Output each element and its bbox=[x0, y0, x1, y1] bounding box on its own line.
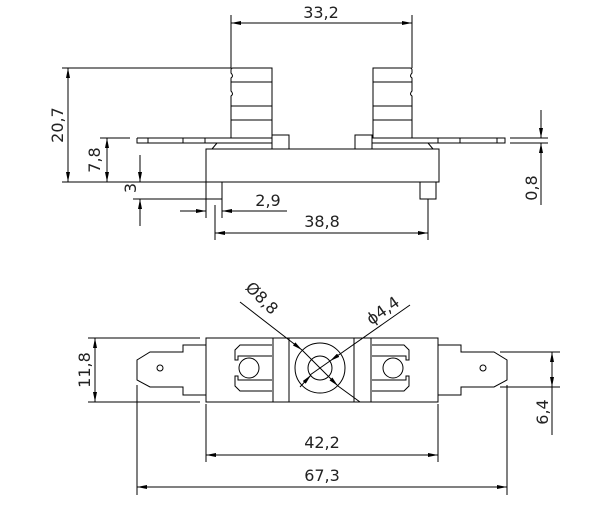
right-terminal bbox=[372, 67, 413, 138]
dim-label: 42,2 bbox=[304, 433, 340, 452]
dim-label: 67,3 bbox=[304, 466, 340, 485]
outer-circle bbox=[294, 342, 346, 394]
dim-flange-height: 7,8 bbox=[85, 137, 130, 182]
dim-label: 3 bbox=[121, 183, 140, 193]
dim-label: ϕ4,4 bbox=[363, 292, 403, 328]
flange bbox=[136, 137, 506, 150]
dim-flange-thickness: 0,8 bbox=[510, 110, 548, 205]
base-body bbox=[205, 148, 440, 183]
dim-tab-width: 6,4 bbox=[500, 351, 560, 435]
dim-pin-height: 3 bbox=[121, 155, 206, 226]
dim-label: 6,4 bbox=[533, 399, 552, 424]
dim-overall-length: 67,3 bbox=[136, 385, 508, 495]
dim-pin-width: 2,9 bbox=[180, 191, 287, 218]
right-block bbox=[354, 134, 373, 150]
dim-label: 38,8 bbox=[304, 212, 340, 231]
body-outline bbox=[205, 337, 439, 403]
left-block bbox=[271, 134, 290, 150]
left-terminal bbox=[230, 67, 273, 138]
dim-label: 11,8 bbox=[75, 352, 94, 388]
dim-body-width: 11,8 bbox=[75, 337, 200, 403]
dim-label: 2,9 bbox=[255, 191, 280, 210]
dim-pin-spacing: 38,8 bbox=[214, 199, 429, 240]
left-tab bbox=[136, 344, 206, 396]
dim-inner-diameter: ϕ4,4 bbox=[299, 292, 411, 388]
right-pin bbox=[419, 181, 437, 200]
left-pin bbox=[205, 181, 223, 200]
left-tab-hole bbox=[156, 364, 164, 372]
side-view: 33,2 20,7 7,8 3 2,9 bbox=[48, 3, 548, 240]
dim-label: 20,7 bbox=[48, 107, 67, 143]
dim-terminal-spacing: 33,2 bbox=[230, 3, 413, 68]
dim-label: 7,8 bbox=[85, 147, 104, 172]
right-clip bbox=[372, 344, 410, 392]
inner-circle bbox=[307, 355, 333, 381]
dim-label: 33,2 bbox=[303, 3, 339, 22]
dim-body-length: 42,2 bbox=[205, 404, 439, 462]
right-tab bbox=[438, 344, 508, 396]
dim-label: 0,8 bbox=[522, 175, 541, 200]
dim-label: Ø8,8 bbox=[242, 278, 282, 318]
right-tab-hole bbox=[479, 364, 487, 372]
top-view: Ø8,8 ϕ4,4 11,8 6,4 42,2 bbox=[75, 278, 560, 495]
left-clip bbox=[234, 344, 272, 392]
dim-total-height: 20,7 bbox=[48, 67, 231, 183]
